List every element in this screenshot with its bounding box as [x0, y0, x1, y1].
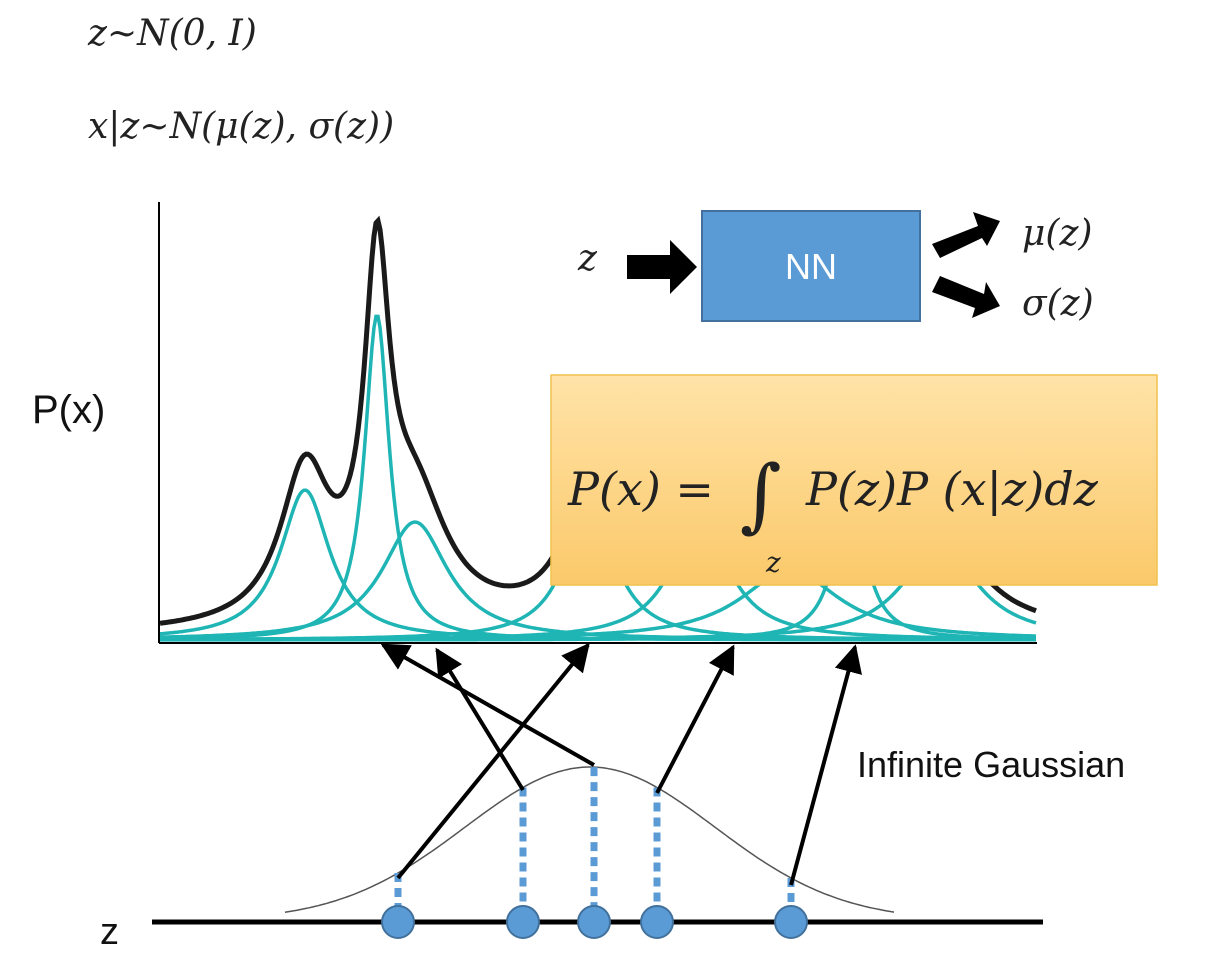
gaussian-component-8	[160, 543, 1037, 642]
mapping-arrows	[380, 642, 862, 886]
z-samples	[381, 767, 808, 939]
z-sample-point	[506, 905, 540, 939]
mu-output-label: μ(z)	[1022, 213, 1092, 254]
integral-sign: ∫	[740, 448, 782, 541]
px-axis-label: P(x)	[32, 388, 105, 432]
nn-box-label: NN	[785, 246, 837, 287]
sigma-output-label: σ(z)	[1022, 283, 1094, 324]
nn-box	[701, 210, 921, 322]
infinite-gaussian-caption: Infinite Gaussian	[857, 744, 1125, 785]
nn-input-arrow	[627, 240, 697, 294]
sigma-output-arrow	[932, 276, 1000, 318]
formula-rhs: P(z)P (x|z)dz	[805, 462, 1099, 516]
z-sample-point	[640, 905, 674, 939]
mapping-arrow	[396, 642, 590, 880]
z-axis-label: z	[100, 911, 119, 953]
mu-output-arrow	[932, 212, 1000, 258]
mapping-arrow	[789, 644, 862, 886]
mapping-arrow	[655, 644, 735, 794]
z-sample-point	[774, 905, 808, 939]
z-sample-point	[577, 905, 611, 939]
z-sample-point	[381, 905, 415, 939]
nn-input-label: z	[577, 238, 598, 279]
prior-equation: z∼N(0, I)	[87, 13, 257, 54]
integral-subscript: z	[765, 546, 781, 579]
mapping-arrow	[380, 643, 595, 767]
formula-lhs: P(x) =	[567, 462, 714, 516]
conditional-equation: x|z∼N(μ(z), σ(z))	[88, 106, 394, 147]
mapping-arrow	[435, 647, 525, 792]
formula-box	[550, 374, 1158, 586]
